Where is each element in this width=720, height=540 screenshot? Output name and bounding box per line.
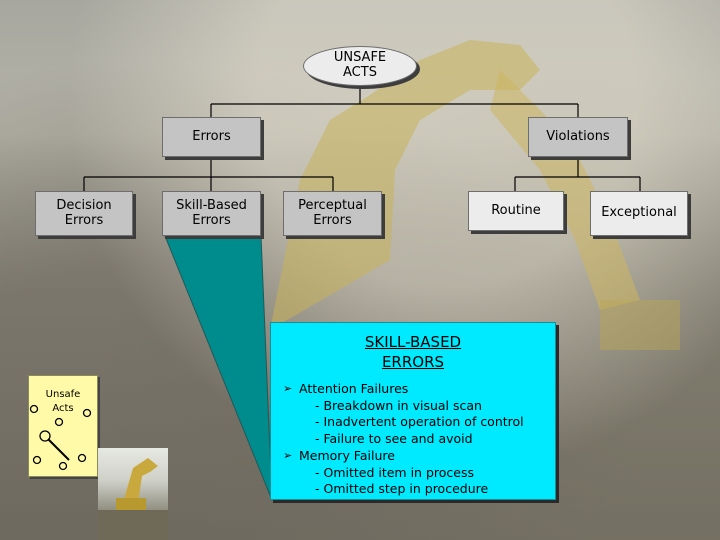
detail-item: - Breakdown in visual scan — [315, 397, 482, 413]
mini-diagram-nodes-icon — [29, 404, 92, 471]
unsafe-acts-label: UNSAFE ACTS — [333, 50, 387, 80]
memory-failure-label: Memory Failure — [299, 447, 395, 463]
detail-group-heading: ➢ Attention Failures — [283, 381, 524, 398]
unsafe-acts-node: UNSAFE ACTS — [303, 46, 417, 86]
detail-item: - Omitted item in process — [315, 464, 474, 480]
arrow-bullet-icon: ➢ — [283, 382, 293, 395]
errors-node: Errors — [162, 117, 261, 157]
callout-wedge — [164, 235, 273, 501]
decision-errors-node: Decision Errors — [35, 191, 133, 236]
detail-group-heading: ➢ Memory Failure — [283, 447, 524, 465]
skill-based-detail-panel: SKILL-BASED ERRORS ➢ Attention Failures … — [270, 322, 556, 500]
exceptional-node: Exceptional — [590, 191, 688, 236]
skill-based-errors-node: Skill-Based Errors — [162, 191, 261, 236]
attention-failures-label: Attention Failures — [299, 381, 409, 396]
errors-label: Errors — [192, 128, 231, 144]
routine-label: Routine — [491, 202, 541, 218]
perceptual-errors-node: Perceptual Errors — [283, 191, 382, 236]
mini-diagram-label: Unsafe Acts — [45, 389, 81, 414]
mini-unsafe-acts-diagram: Unsafe Acts — [28, 375, 98, 477]
excavator-thumbnail-icon — [98, 458, 168, 540]
violations-label: Violations — [546, 128, 610, 144]
detail-item: - Failure to see and avoid — [315, 431, 473, 447]
detail-list: ➢ Attention Failures - Breakdown in visu… — [283, 381, 524, 498]
detail-title: SKILL-BASED ERRORS — [364, 333, 462, 371]
perceptual-errors-label: Perceptual Errors — [298, 197, 367, 228]
excavator-thumbnail-photo — [98, 448, 168, 540]
skill-based-errors-label: Skill-Based Errors — [176, 197, 247, 228]
detail-item: - Omitted step in procedure — [315, 481, 489, 497]
detail-item: - Inadvertent operation of control — [315, 414, 524, 430]
violations-node: Violations — [528, 117, 628, 157]
exceptional-label: Exceptional — [601, 205, 677, 221]
decision-errors-label: Decision Errors — [56, 197, 112, 228]
arrow-bullet-icon: ➢ — [283, 448, 293, 462]
routine-node: Routine — [468, 191, 564, 231]
